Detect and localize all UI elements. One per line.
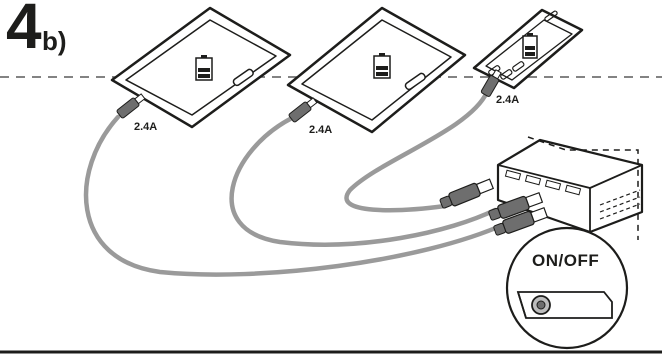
output-current-label-3: 2.4A: [496, 94, 520, 106]
battery-icon: [373, 53, 391, 79]
on-off-label: ON/OFF: [532, 251, 600, 270]
power-button: [531, 295, 551, 315]
micro-usb-plug: [480, 69, 502, 97]
step-number: 4: [6, 0, 42, 62]
smartphone: [472, 8, 584, 90]
usb-plug: [493, 207, 549, 236]
on-off-inset: [505, 226, 629, 350]
usb-plug: [488, 192, 544, 221]
home-button: [232, 68, 254, 87]
step-substep: b): [42, 26, 67, 56]
home-button: [404, 72, 426, 91]
battery-icon: [522, 33, 538, 59]
output-current-label-2: 2.4A: [309, 124, 333, 136]
tablet-2: [286, 6, 467, 134]
micro-usb-plug: [116, 93, 146, 119]
usb-plug: [439, 178, 495, 209]
cable-tablet-2: [229, 115, 498, 247]
power-bank: [496, 138, 644, 234]
tablet-1: [110, 6, 292, 129]
cable-tablet-1: [83, 114, 508, 277]
cable-phone: [344, 89, 490, 213]
battery-icon: [195, 55, 213, 81]
power-bank-outline-dashed: [527, 136, 639, 240]
micro-usb-plug: [288, 97, 318, 123]
output-current-label-1: 2.4A: [134, 121, 158, 133]
